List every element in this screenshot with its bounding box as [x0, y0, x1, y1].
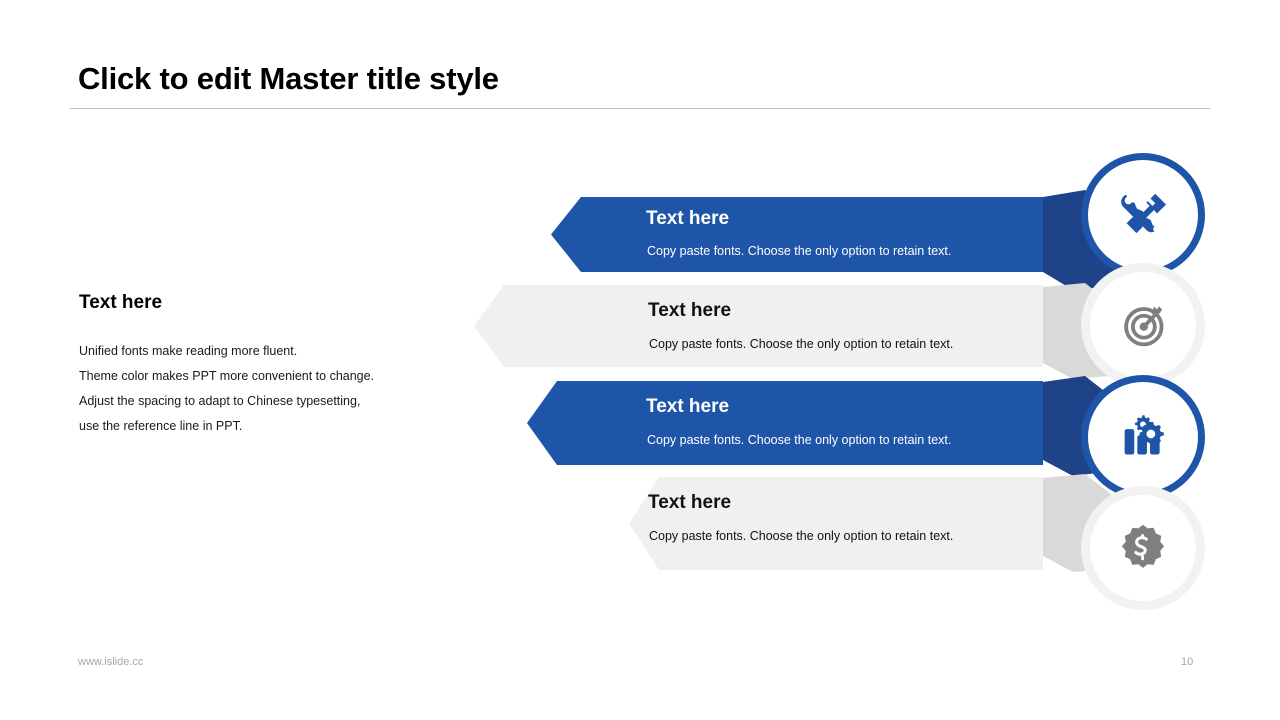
left-panel-line-1: Unified fonts make reading more fluent. [79, 344, 298, 358]
left-panel-heading: Text here [79, 292, 163, 313]
row-4-banner[interactable]: Text here Copy paste fonts. Choose the o… [629, 477, 1043, 570]
title-divider [70, 108, 1210, 109]
bar-chart-gears-icon [1115, 409, 1171, 465]
row-2-icon-circle[interactable] [1081, 263, 1205, 387]
left-panel-body: Unified fonts make reading more fluent. … [79, 339, 479, 439]
row-1-subtitle: Copy paste fonts. Choose the only option… [647, 244, 952, 258]
row-1-banner[interactable]: Text here Copy paste fonts. Choose the o… [551, 197, 1043, 272]
footer-website: www.islide.cc [78, 656, 144, 668]
target-arrow-icon [1116, 298, 1170, 352]
left-panel-line-3: Adjust the spacing to adapt to Chinese t… [79, 394, 361, 408]
row-4-title: Text here [648, 492, 732, 513]
row-4-icon-circle[interactable] [1081, 486, 1205, 610]
hammer-wrench-icon [1114, 186, 1172, 244]
row-1-icon-circle[interactable] [1081, 153, 1205, 277]
row-1-title: Text here [646, 208, 730, 229]
row-3-icon-circle[interactable] [1081, 375, 1205, 499]
footer-page-number: 10 [1181, 656, 1194, 668]
left-panel-line-2: Theme color makes PPT more convenient to… [79, 369, 375, 383]
money-badge-icon [1116, 521, 1170, 575]
row-3-title: Text here [646, 396, 730, 417]
row-2-banner[interactable]: Text here Copy paste fonts. Choose the o… [474, 285, 1043, 367]
left-panel-line-4: use the reference line in PPT. [79, 419, 243, 433]
row-4-subtitle: Copy paste fonts. Choose the only option… [649, 529, 954, 543]
row-2-subtitle: Copy paste fonts. Choose the only option… [649, 337, 954, 351]
row-3-banner[interactable]: Text here Copy paste fonts. Choose the o… [527, 381, 1043, 465]
row-2-title: Text here [648, 300, 732, 321]
page-title: Click to edit Master title style [78, 61, 499, 96]
row-3-subtitle: Copy paste fonts. Choose the only option… [647, 433, 952, 447]
